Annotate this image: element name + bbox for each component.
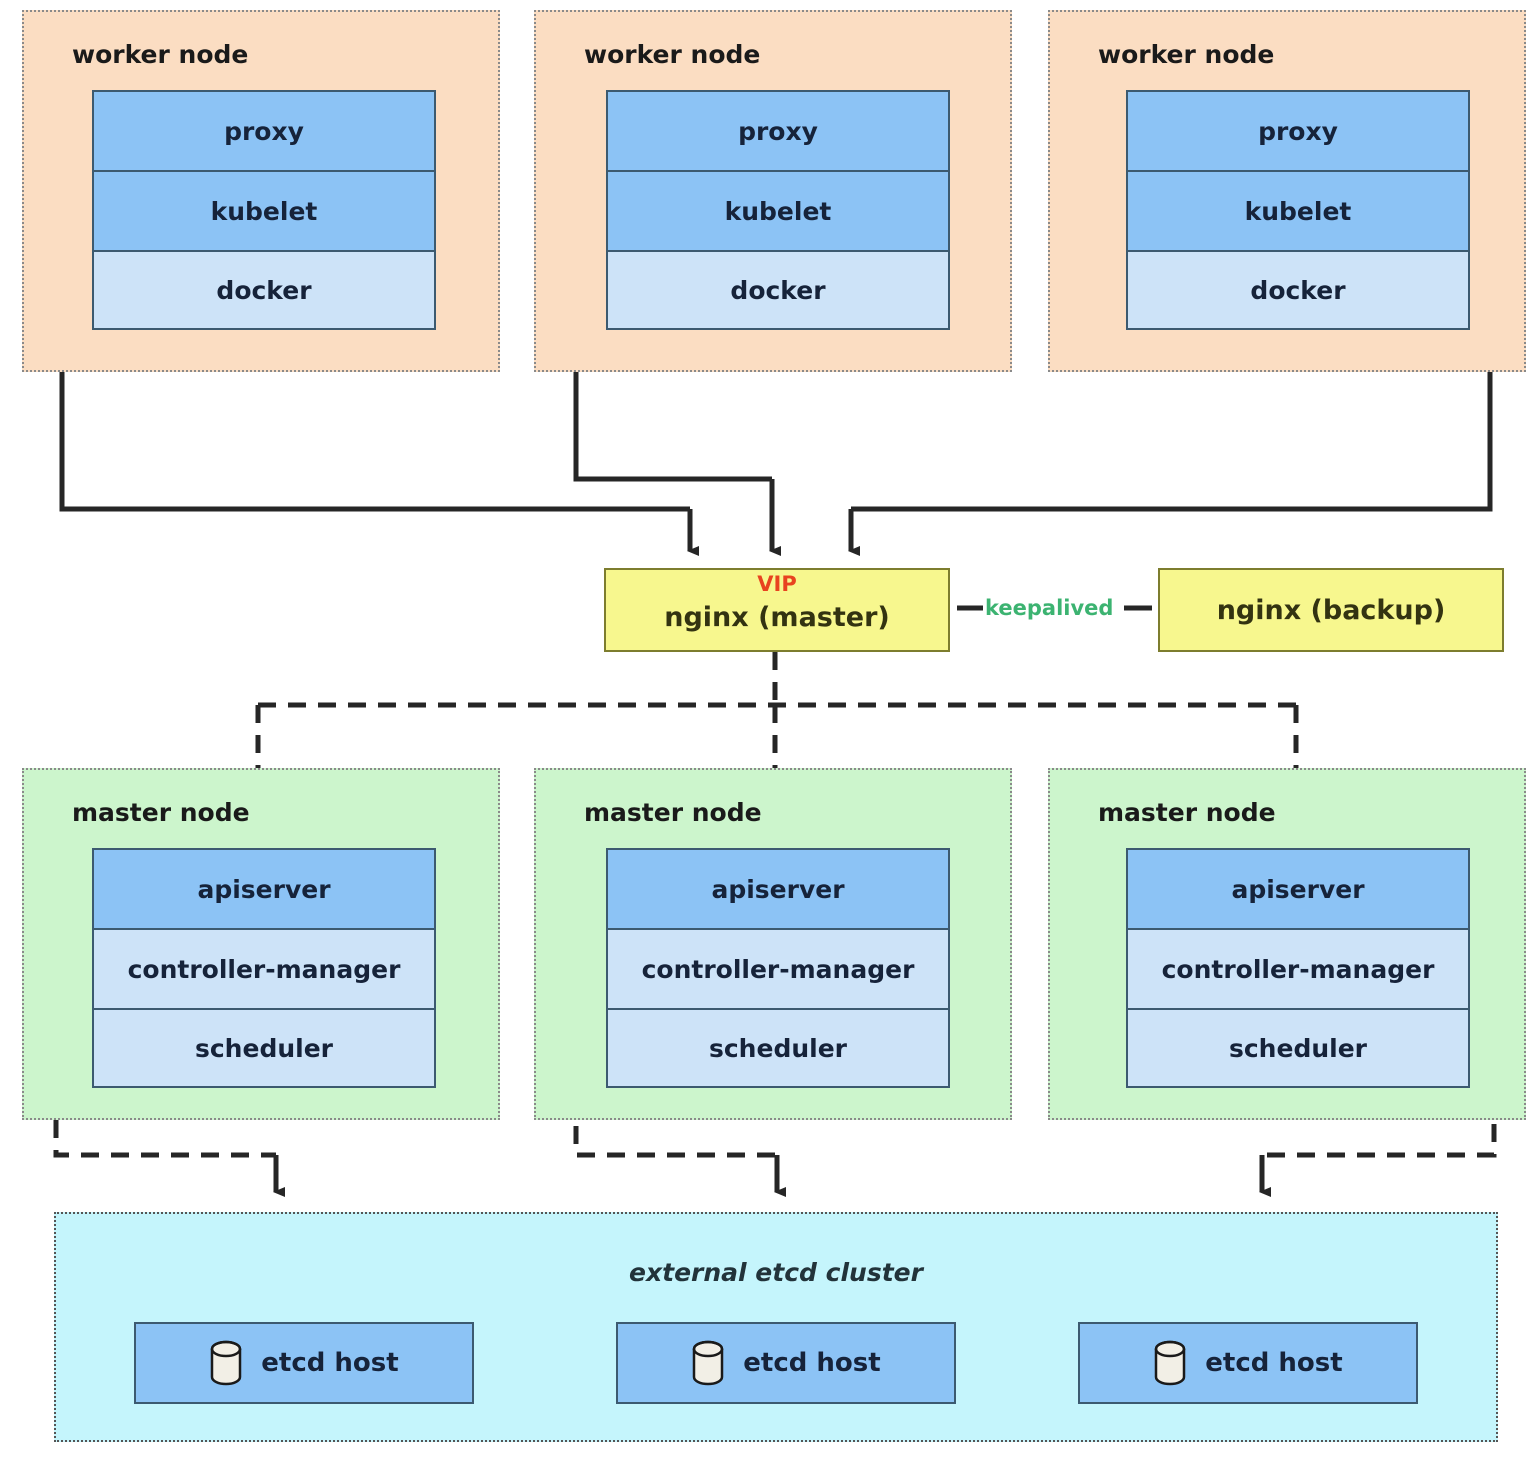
master-component-stack: apiserver controller-manager scheduler xyxy=(606,848,950,1088)
etcd-host-box-1[interactable]: etcd host xyxy=(134,1322,474,1404)
worker-node-title: worker node xyxy=(1098,40,1275,69)
master-component-controller-manager: controller-manager xyxy=(1128,930,1468,1010)
nginx-master-label: nginx (master) xyxy=(664,601,890,633)
etcd-host-box-3[interactable]: etcd host xyxy=(1078,1322,1418,1404)
worker-component-proxy: proxy xyxy=(94,92,434,172)
worker-node-group-2: worker node proxy kubelet docker xyxy=(534,10,1012,372)
master-node-title: master node xyxy=(72,798,250,827)
master-component-apiserver: apiserver xyxy=(94,850,434,930)
master-node-group-1: master node apiserver controller-manager… xyxy=(22,768,500,1120)
worker-node-group-1: worker node proxy kubelet docker xyxy=(22,10,500,372)
master-node-title: master node xyxy=(1098,798,1276,827)
worker-node-title: worker node xyxy=(584,40,761,69)
master-component-controller-manager: controller-manager xyxy=(608,930,948,1010)
etcd-host-label: etcd host xyxy=(261,1348,399,1378)
worker-component-proxy: proxy xyxy=(1128,92,1468,172)
etcd-cluster-title: external etcd cluster xyxy=(629,1258,923,1287)
master-component-apiserver: apiserver xyxy=(1128,850,1468,930)
master-component-scheduler: scheduler xyxy=(608,1010,948,1086)
etcd-host-label: etcd host xyxy=(743,1348,881,1378)
worker-component-stack: proxy kubelet docker xyxy=(606,90,950,330)
nginx-backup-label: nginx (backup) xyxy=(1216,594,1446,626)
vip-label: VIP xyxy=(757,572,797,596)
master-component-scheduler: scheduler xyxy=(1128,1010,1468,1086)
nginx-backup-box[interactable]: nginx (backup) xyxy=(1158,568,1504,652)
worker-component-stack: proxy kubelet docker xyxy=(1126,90,1470,330)
master-component-stack: apiserver controller-manager scheduler xyxy=(1126,848,1470,1088)
master-node-title: master node xyxy=(584,798,762,827)
master-node-group-3: master node apiserver controller-manager… xyxy=(1048,768,1526,1120)
database-cylinder-icon xyxy=(209,1340,243,1386)
nginx-master-box[interactable]: VIP nginx (master) xyxy=(604,568,950,652)
master-component-apiserver: apiserver xyxy=(608,850,948,930)
master-component-scheduler: scheduler xyxy=(94,1010,434,1086)
worker-component-docker: docker xyxy=(94,252,434,328)
worker-component-docker: docker xyxy=(1128,252,1468,328)
etcd-cluster-group: external etcd cluster etcd host etcd hos… xyxy=(54,1212,1498,1442)
worker-component-docker: docker xyxy=(608,252,948,328)
etcd-host-label: etcd host xyxy=(1205,1348,1343,1378)
keepalived-label: keepalived xyxy=(985,596,1114,620)
worker-component-stack: proxy kubelet docker xyxy=(92,90,436,330)
worker-component-kubelet: kubelet xyxy=(94,172,434,252)
worker-component-kubelet: kubelet xyxy=(608,172,948,252)
database-cylinder-icon xyxy=(691,1340,725,1386)
etcd-host-box-2[interactable]: etcd host xyxy=(616,1322,956,1404)
master-component-controller-manager: controller-manager xyxy=(94,930,434,1010)
master-component-stack: apiserver controller-manager scheduler xyxy=(92,848,436,1088)
worker-node-group-3: worker node proxy kubelet docker xyxy=(1048,10,1526,372)
database-cylinder-icon xyxy=(1153,1340,1187,1386)
worker-component-proxy: proxy xyxy=(608,92,948,172)
worker-component-kubelet: kubelet xyxy=(1128,172,1468,252)
master-node-group-2: master node apiserver controller-manager… xyxy=(534,768,1012,1120)
worker-node-title: worker node xyxy=(72,40,249,69)
